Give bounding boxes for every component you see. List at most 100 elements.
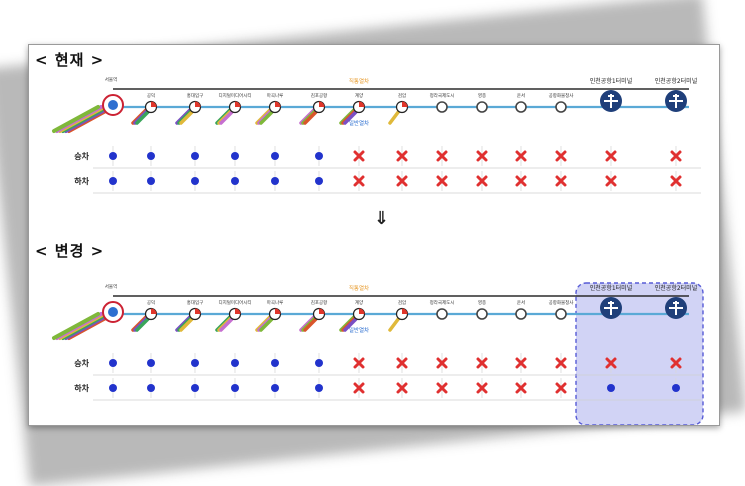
origin-station-icon: [108, 307, 118, 317]
station-name: 디지털미디어시티: [218, 92, 251, 99]
no-stop-cross: [396, 357, 408, 369]
no-stop-cross: [396, 150, 408, 162]
station-name: 김포공항: [311, 92, 328, 99]
no-stop-cross: [605, 175, 617, 187]
station-marker-accent: [151, 308, 157, 314]
stop-dot: [147, 152, 155, 160]
airport-terminal-name: 인천공항1터미널: [590, 284, 632, 292]
no-stop-cross: [476, 357, 488, 369]
station-name: 공덕: [147, 299, 155, 306]
station-name: 공항화물청사: [549, 92, 575, 99]
stop-dot: [191, 359, 199, 367]
airport-terminal-name: 인천공항2터미널: [655, 284, 697, 292]
arrow-down-icon: ⇓: [374, 208, 390, 229]
stop-dot: [109, 177, 117, 185]
origin-station-name: 서울역: [105, 76, 117, 83]
station-marker-accent: [402, 308, 408, 314]
stop-dot: [271, 152, 279, 160]
station-marker-accent: [195, 308, 201, 314]
station-marker-accent: [235, 308, 241, 314]
station-marker: [555, 101, 567, 113]
station-name: 계양: [355, 299, 363, 306]
stop-dot: [147, 359, 155, 367]
no-stop-cross: [476, 175, 488, 187]
boarding-row-label: 승차: [74, 358, 89, 368]
no-stop-cross: [476, 382, 488, 394]
no-stop-cross: [670, 150, 682, 162]
station-name: 청라국제도시: [430, 92, 455, 99]
stop-dot: [147, 384, 155, 392]
stop-dot: [271, 359, 279, 367]
station-marker: [436, 308, 448, 320]
station-marker: [436, 101, 448, 113]
station-name: 영종: [478, 299, 486, 306]
stop-dot: [607, 384, 615, 392]
stop-dot: [315, 359, 323, 367]
no-stop-cross: [555, 175, 567, 187]
stop-dot: [191, 177, 199, 185]
airport-terminal-name: 인천공항1터미널: [590, 77, 632, 85]
no-stop-cross: [555, 357, 567, 369]
station-name: 검암: [398, 92, 406, 99]
station-name: 홍대입구: [187, 92, 204, 99]
no-stop-cross: [515, 382, 527, 394]
local-train-label: 일반열차: [349, 119, 369, 127]
no-stop-cross: [396, 382, 408, 394]
no-stop-cross: [670, 175, 682, 187]
no-stop-cross: [605, 357, 617, 369]
no-stop-cross: [515, 175, 527, 187]
no-stop-cross: [436, 357, 448, 369]
stop-dot: [147, 177, 155, 185]
station-marker-accent: [319, 308, 325, 314]
no-stop-cross: [555, 150, 567, 162]
express-train-label: 직통열차: [349, 284, 369, 292]
no-stop-cross: [555, 382, 567, 394]
airport-terminal-name: 인천공항2터미널: [655, 77, 697, 85]
local-train-label: 일반열차: [349, 326, 369, 334]
station-marker-accent: [235, 101, 241, 107]
station-name: 계양: [355, 92, 363, 99]
station-marker: [515, 308, 527, 320]
airplane-icon: [669, 301, 683, 315]
alighting-row-label: 하차: [74, 383, 89, 393]
station-name: 마곡나루: [267, 299, 284, 306]
boarding-row-label: 승차: [74, 151, 89, 161]
station-marker: [476, 308, 488, 320]
stop-dot: [315, 384, 323, 392]
station-marker-accent: [151, 101, 157, 107]
station-name: 청라국제도시: [430, 299, 455, 306]
station-name: 공항화물청사: [549, 299, 575, 306]
express-train-label: 직통열차: [349, 77, 369, 85]
airplane-icon: [604, 94, 618, 108]
station-marker-accent: [275, 101, 281, 107]
no-stop-cross: [353, 382, 365, 394]
origin-station-icon: [108, 100, 118, 110]
stop-dot: [191, 152, 199, 160]
station-name: 운서: [517, 299, 525, 306]
no-stop-cross: [476, 150, 488, 162]
stop-dot: [315, 152, 323, 160]
station-marker-accent: [319, 101, 325, 107]
stop-dot: [271, 177, 279, 185]
station-name: 운서: [517, 92, 525, 99]
station-marker-accent: [359, 101, 365, 107]
station-name: 검암: [398, 299, 406, 306]
station-name: 공덕: [147, 92, 155, 99]
no-stop-cross: [670, 357, 682, 369]
station-marker: [515, 101, 527, 113]
station-marker-accent: [402, 101, 408, 107]
no-stop-cross: [353, 175, 365, 187]
origin-transfer-line: [52, 105, 100, 133]
alighting-row-label: 하차: [74, 176, 89, 186]
station-name: 마곡나루: [267, 92, 284, 99]
stop-dot: [231, 359, 239, 367]
station-marker-accent: [275, 308, 281, 314]
stop-dot: [231, 177, 239, 185]
stop-dot: [109, 152, 117, 160]
stop-dot: [271, 384, 279, 392]
station-marker: [555, 308, 567, 320]
airplane-icon: [669, 94, 683, 108]
no-stop-cross: [436, 150, 448, 162]
